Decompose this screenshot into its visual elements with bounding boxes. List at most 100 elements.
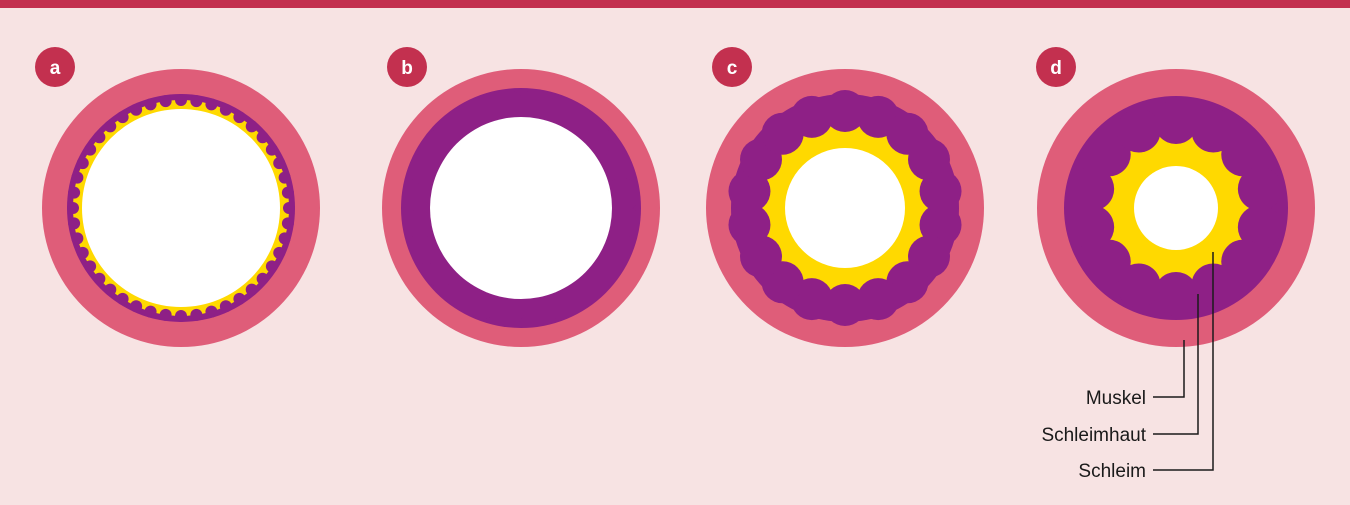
mucosa-folds — [728, 90, 962, 326]
mucosa-fold — [93, 131, 106, 144]
mucosa-fold — [273, 157, 286, 170]
mucosa-fold — [68, 217, 81, 230]
mucosa-fold — [233, 111, 246, 124]
mucosa-fold — [233, 292, 246, 305]
mucosa-fold — [130, 103, 143, 116]
mucosa-fold — [824, 284, 866, 326]
mucosa-fold — [402, 204, 437, 239]
mucosa-fold — [605, 204, 640, 239]
mucosa-fold — [116, 111, 129, 124]
mucosa-fold — [490, 89, 525, 124]
legend: Muskel Schleimhaut Schleim — [1041, 252, 1214, 482]
mucosa-fold — [517, 292, 552, 327]
mucosa-fold — [219, 103, 232, 116]
mucosa-fold — [104, 283, 117, 296]
mucosa-fold — [130, 300, 143, 313]
mucosa-fold — [104, 120, 117, 133]
mucosa-fold — [84, 143, 97, 156]
mucosa-fold — [71, 232, 84, 245]
mucosa-legend-label: Schleimhaut — [1041, 425, 1146, 446]
mucosa-fold — [205, 305, 218, 318]
mucosa-fold — [1154, 272, 1198, 316]
mucosa-fold — [278, 171, 291, 184]
mucosa-fold — [144, 305, 157, 318]
mucosa-fold — [1086, 132, 1131, 177]
mucosa-fold — [256, 272, 269, 285]
mucosa-fold — [1191, 108, 1236, 153]
mucosa-fold — [71, 171, 84, 184]
mucosa-fold — [245, 120, 258, 133]
mucosa-fold — [824, 90, 866, 132]
mucosa-fold — [93, 272, 106, 285]
mucosa-fold — [1116, 108, 1161, 153]
mucosa-fold — [1154, 100, 1198, 144]
mucosa-fold — [256, 131, 269, 144]
panel-a: a — [35, 47, 320, 347]
mucosa-fold — [919, 170, 962, 213]
mucosa-fold — [175, 310, 187, 322]
muscle-legend-label: Muskel — [1086, 388, 1146, 409]
mucosa-fold — [278, 232, 291, 245]
mucosa-fold — [605, 177, 640, 212]
mucosa-folds — [1070, 100, 1282, 316]
mucus-leader-line — [1153, 252, 1214, 471]
mucosa-leader-line — [1153, 294, 1199, 435]
mucosa-fold — [1221, 239, 1266, 284]
mucosa-fold — [598, 151, 633, 186]
panel-badge — [712, 47, 752, 87]
panel-label-b: b — [401, 58, 413, 79]
mucosa-fold — [245, 283, 258, 296]
mucosa-fold — [205, 98, 218, 111]
mucosa-fold — [402, 177, 437, 212]
mucosa-fold — [144, 98, 157, 111]
mucosa-fold — [543, 285, 578, 320]
mucosa-fold — [76, 246, 89, 259]
lumen — [82, 109, 280, 307]
mucosa-fold — [1221, 132, 1266, 177]
mucosa-fold — [219, 300, 232, 313]
mucosa-fold — [68, 186, 81, 199]
mucosa-fold — [490, 292, 525, 327]
mucosa-folds — [402, 89, 640, 327]
muscle-leader-line — [1153, 340, 1185, 398]
panel-label-c: c — [727, 58, 738, 79]
mucosa-fold — [728, 170, 771, 213]
mucosa-fold — [190, 308, 203, 321]
panel-label-d: d — [1050, 58, 1062, 79]
lumen — [430, 117, 612, 299]
mucosa-fold — [857, 278, 900, 321]
mucosa-fold — [919, 203, 962, 246]
mucus-legend-label: Schleim — [1078, 461, 1146, 482]
mucosa-fold — [1070, 166, 1115, 211]
mucosa-fold — [1070, 205, 1115, 250]
mucosa-fold — [265, 260, 278, 273]
mucosa-fold — [265, 143, 278, 156]
mucosa-fold — [159, 308, 172, 321]
mucosa-fold — [1116, 263, 1161, 308]
mucosa-fold — [281, 186, 294, 199]
panel-c: c — [706, 47, 984, 347]
mucosa-fold — [283, 202, 295, 214]
mucosa-fold — [67, 202, 79, 214]
mucosa-fold — [464, 96, 499, 131]
mucosa-fold — [159, 95, 172, 108]
lumen — [1134, 166, 1218, 250]
mucosa-fold — [728, 203, 771, 246]
mucosa-fold — [1237, 166, 1282, 211]
mucosa-fold — [76, 157, 89, 170]
mucosa-fold — [1086, 239, 1131, 284]
mucosa-fold — [190, 95, 203, 108]
panel-label-a: a — [50, 58, 61, 79]
top-accent-bar — [0, 0, 1350, 8]
mucosa-fold — [281, 217, 294, 230]
mucosa-fold — [409, 230, 444, 265]
mucosa-fold — [1237, 205, 1282, 250]
panel-badge — [387, 47, 427, 87]
mucosa-fold — [517, 89, 552, 124]
panel-b: b — [382, 47, 660, 347]
mucosa-folds — [67, 94, 295, 322]
mucosa-fold — [740, 235, 782, 278]
mucosa-fold — [84, 260, 97, 273]
